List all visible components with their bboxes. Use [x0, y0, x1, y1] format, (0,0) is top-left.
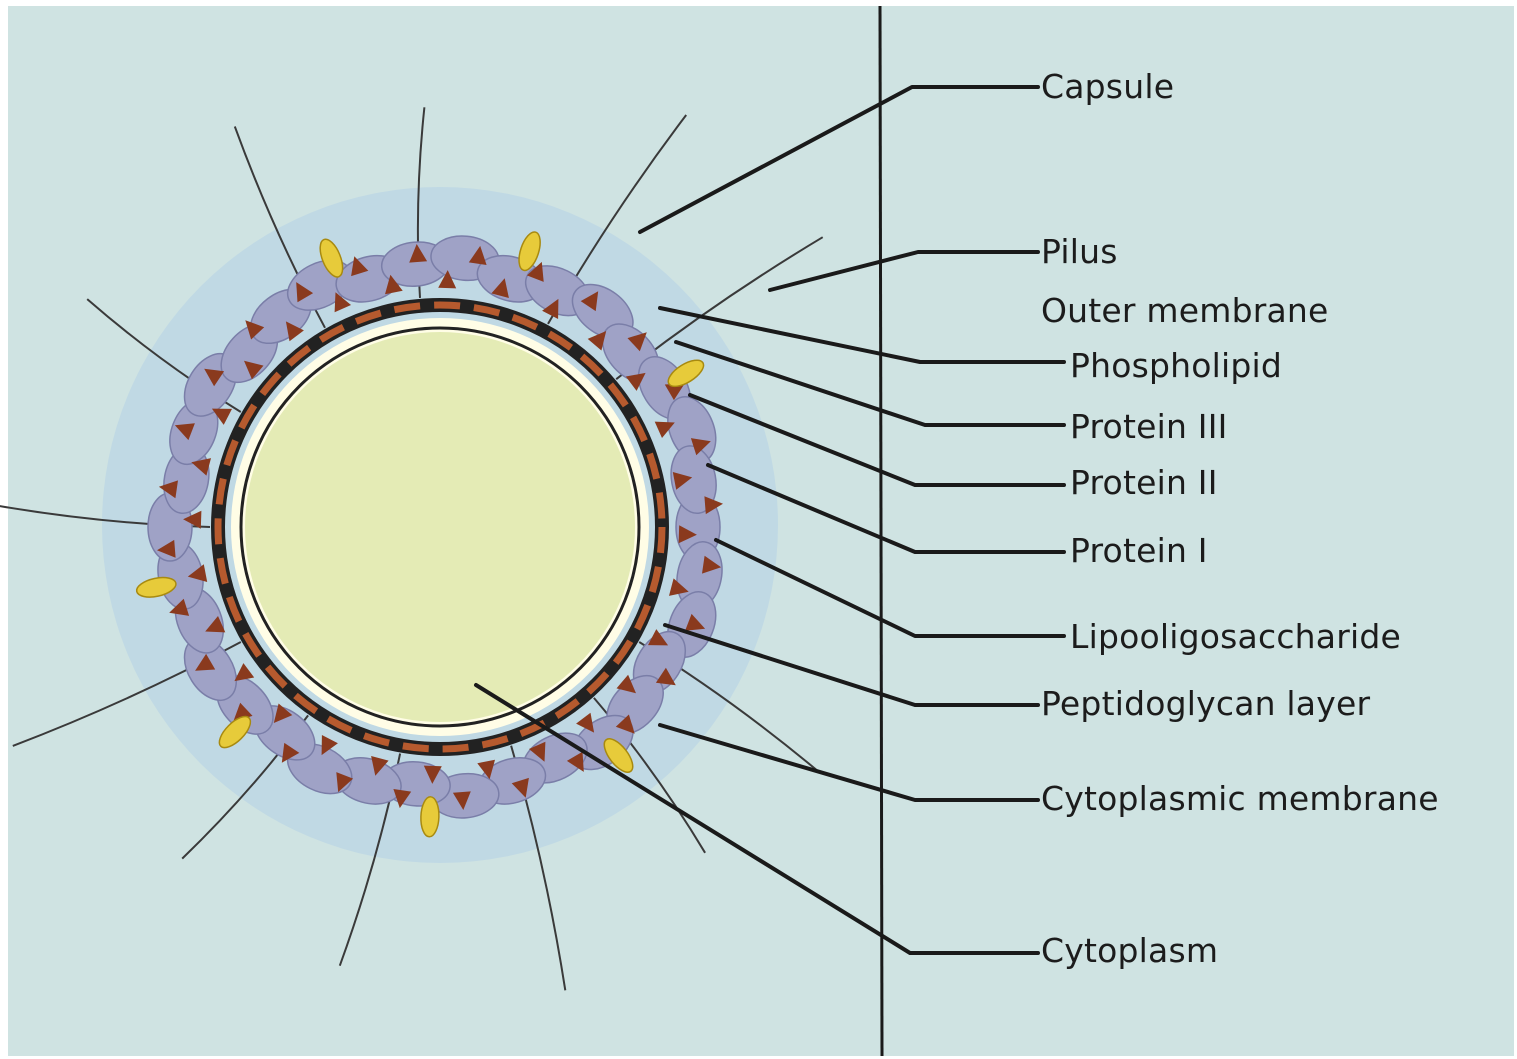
label-peptidoglycan-layer: Peptidoglycan layer — [1041, 684, 1370, 723]
label-cytoplasmic-membrane: Cytoplasmic membrane — [1041, 779, 1439, 818]
label-protein-i: Protein I — [1070, 531, 1208, 570]
divider-line — [880, 6, 882, 1056]
label-pilus: Pilus — [1041, 232, 1118, 271]
label-outer-membrane: Outer membrane — [1041, 291, 1329, 330]
cytoplasm-region — [245, 332, 635, 722]
label-cytoplasm: Cytoplasm — [1041, 931, 1218, 970]
label-capsule: Capsule — [1041, 67, 1174, 106]
label-phospholipid: Phospholipid — [1070, 346, 1282, 385]
label-lipooligosaccharide: Lipooligosaccharide — [1070, 617, 1401, 656]
label-protein-ii: Protein II — [1070, 463, 1218, 502]
label-protein-iii: Protein III — [1070, 407, 1228, 446]
